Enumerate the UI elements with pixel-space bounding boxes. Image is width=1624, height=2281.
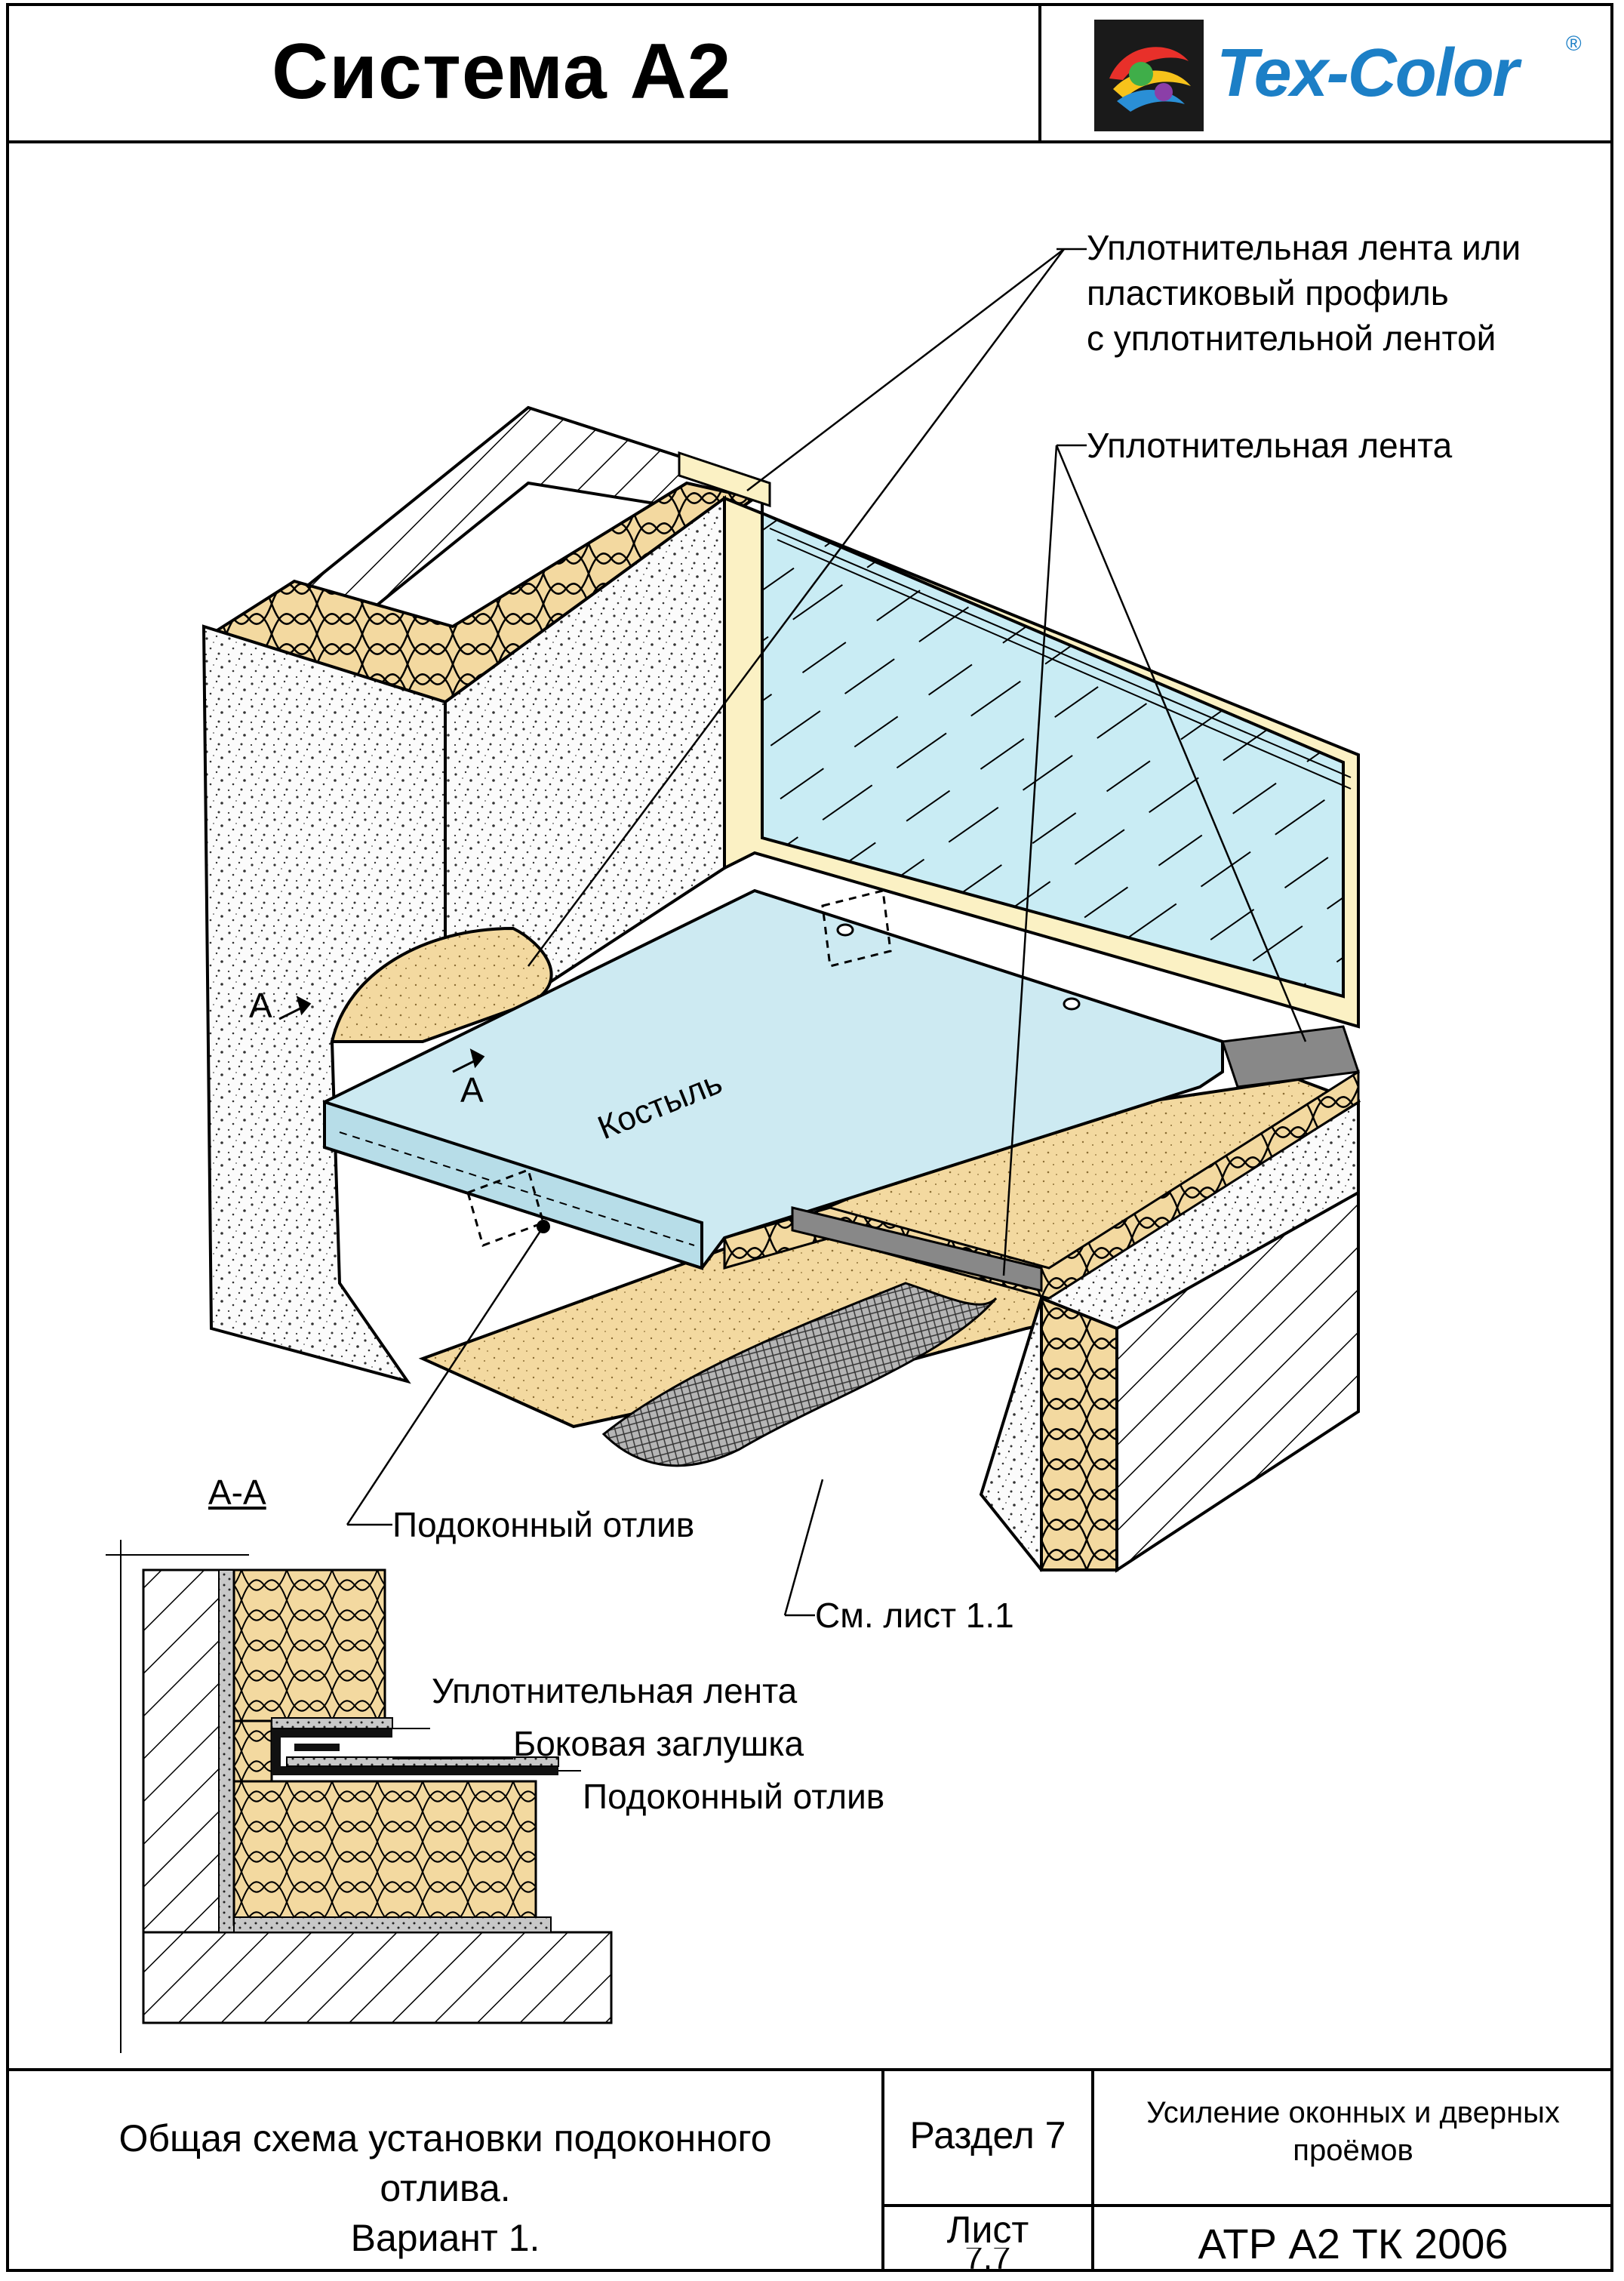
titleblock-top [6,2068,1613,2071]
section-drawing [106,1540,613,2053]
section-callout-sill-drip: Подоконный отлив [583,1777,885,1816]
reveal-face [444,495,726,999]
sheet-number-value: 7.7 [964,2248,1011,2269]
isometric-drawing: А А Костыль [201,248,1361,1617]
wall-right-hatch [1115,1190,1360,1573]
topic: Усиление оконных и дверных проёмов [1094,2094,1612,2169]
callout-seal-tape: Уплотнительная лента [1087,426,1453,465]
section-arrows [278,996,485,1073]
leader-lines [346,248,1307,1617]
callout-seal-profile-line3: с уплотнительной лентой [1087,319,1496,358]
callout-seal-profile: Уплотнительная лента или пластиковый про… [1087,225,1521,361]
section-mark-right: А [460,1070,484,1110]
description-line2: отлива. [380,2167,511,2209]
section-label: Раздел 7 [909,2114,1066,2156]
window-glass [761,510,1345,999]
titleblock-divider-1 [881,2068,884,2272]
callout-seal-profile-line1: Уплотнительная лента или [1087,228,1521,267]
sill-front-edge [323,1100,703,1270]
topic-line1: Усиление оконных и дверных [1146,2096,1560,2129]
cutaway-left [330,926,553,1043]
page-title: Система А2 [272,28,732,115]
logo: Tex-Color ® [1094,20,1607,133]
insulation-right [1040,1296,1118,1571]
callout-see-sheet: См. лист 1.1 [815,1596,1014,1635]
reinforcing-mesh [601,1282,998,1467]
description-line3: Вариант 1. [350,2217,540,2259]
titleblock-row-divider [881,2204,1613,2207]
seal-tape-strip [1220,1025,1361,1088]
callout-sill-drip: Подоконный отлив [392,1505,695,1544]
registered-mark: ® [1566,32,1582,55]
titleblock-divider-2 [1091,2068,1094,2272]
section-callout-side-cap: Боковая заглушка [513,1724,804,1763]
callout-seal-profile-line2: пластиковый профиль [1087,273,1449,312]
titleblock-description: Общая схема установки подоконного отлива… [30,2113,860,2263]
logo-text: Tex-Color [1216,35,1519,111]
topic-line2: проёмов [1293,2134,1413,2167]
sheet-label: Лист [946,2209,1029,2251]
doc-code: АТР А2 ТК 2006 [1198,2220,1509,2267]
section-mark-left: А [249,986,272,1025]
section-title: А-А [208,1473,266,1512]
description-line1: Общая схема установки подоконного [118,2117,772,2159]
logo-icon [1094,20,1204,131]
section-callout-seal-tape: Уплотнительная лента [432,1671,798,1710]
header-logo-divider [1038,3,1041,140]
header-divider [6,140,1613,143]
sheet-frame [6,3,1613,2272]
